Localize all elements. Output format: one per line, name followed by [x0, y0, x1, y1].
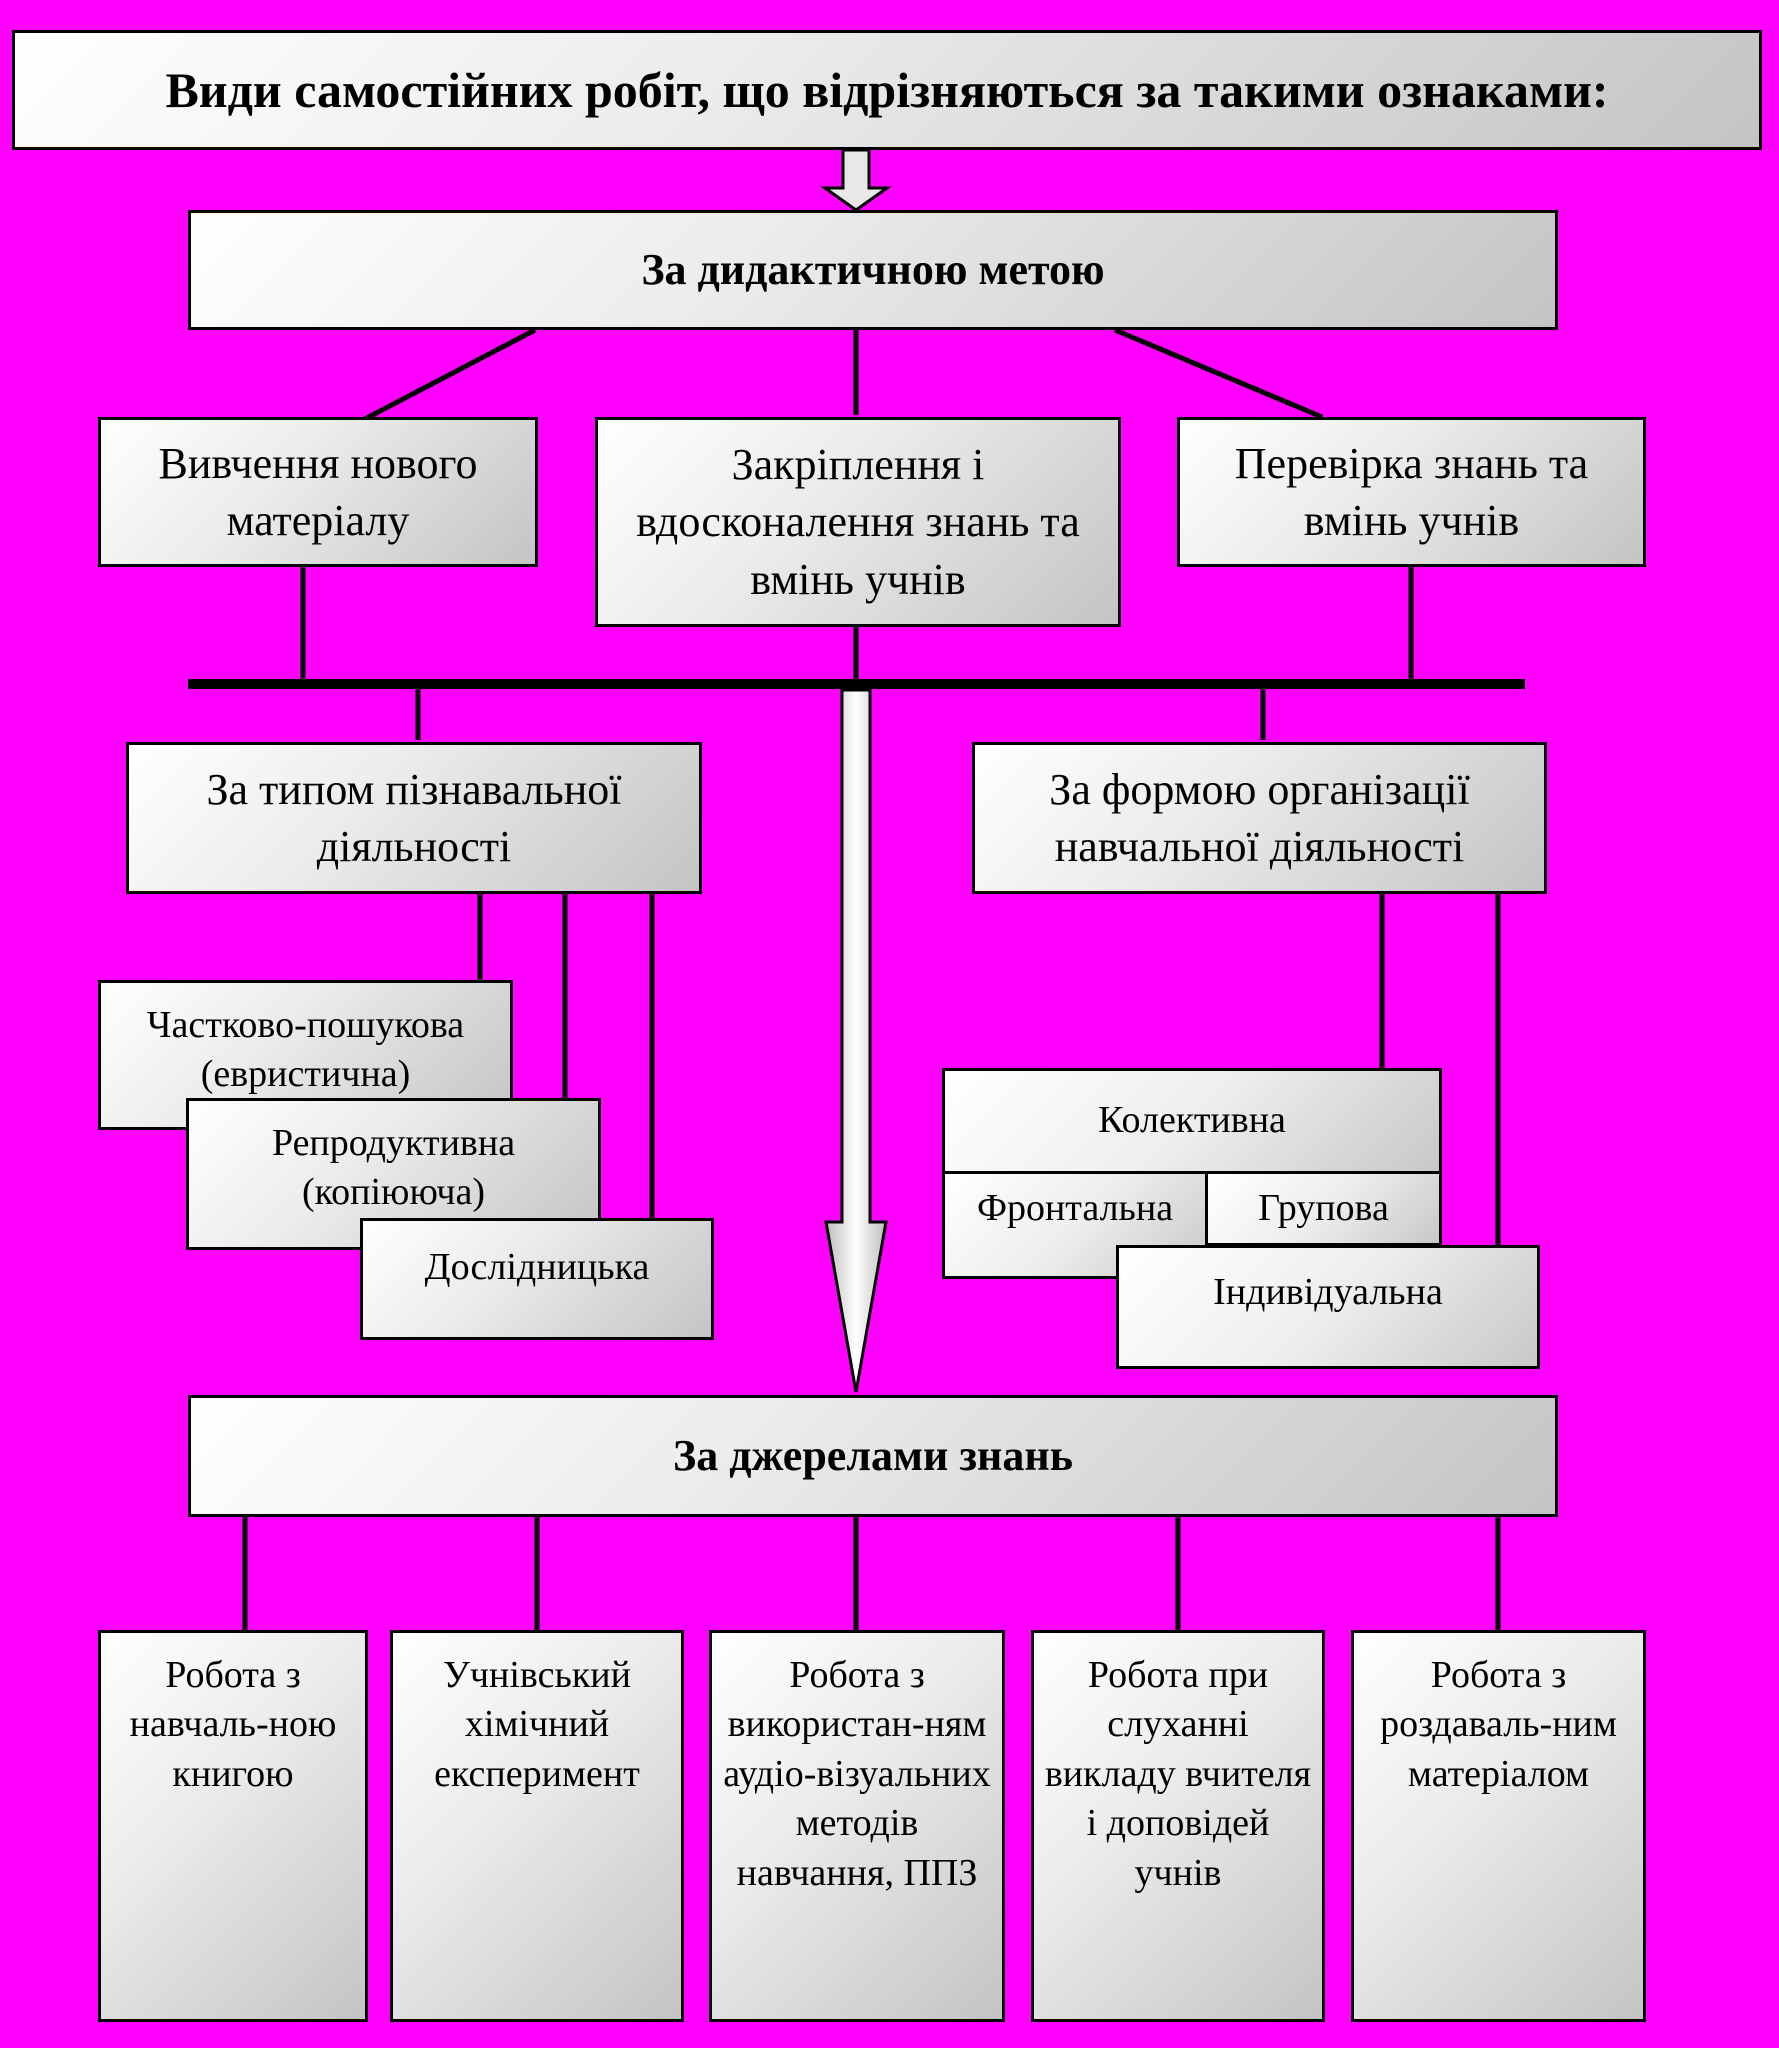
- sources-item-audiovisual: Робота з використан-ням аудіо-візуальних…: [709, 1630, 1005, 2022]
- sources-item-label: Робота при слуханні викладу вчителя і до…: [1044, 1654, 1312, 1894]
- sources-item-listening: Робота при слуханні викладу вчителя і до…: [1031, 1630, 1325, 2022]
- title-down-arrow: [820, 148, 892, 212]
- sources-item-label: Робота з навчаль-ною книгою: [129, 1654, 337, 1795]
- sources-item-textbook: Робота з навчаль-ною книгою: [98, 1630, 368, 2022]
- didactic-heading: За дидактичною метою: [641, 245, 1105, 295]
- sources-item-handouts: Робота з роздаваль-ним матеріалом: [1351, 1630, 1646, 2022]
- didactic-heading-box: За дидактичною метою: [188, 210, 1558, 330]
- connector-didactic-new: [361, 327, 537, 423]
- didactic-item-consolidation: Закріплення і вдосконалення знань та вмі…: [595, 417, 1121, 627]
- cognitive-heading: За типом пізнавальної діяльності: [206, 764, 622, 871]
- organization-heading: За формою організації навчальної діяльно…: [1049, 764, 1470, 871]
- didactic-item-check: Перевірка знань та вмінь учнів: [1177, 417, 1646, 567]
- cognitive-item-label: Частково-пошукова (евристична): [146, 1004, 465, 1096]
- didactic-item-new-material: Вивчення нового матеріалу: [98, 417, 538, 567]
- cognitive-heading-box: За типом пізнавальної діяльності: [126, 742, 702, 894]
- organization-group: Групова: [1205, 1171, 1442, 1246]
- sources-item-label: Учнівський хімічний експеримент: [434, 1654, 640, 1795]
- sources-item-experiment: Учнівський хімічний експеримент: [390, 1630, 684, 2022]
- sources-item-label: Робота з використан-ням аудіо-візуальних…: [723, 1654, 991, 1894]
- sources-item-label: Робота з роздаваль-ним матеріалом: [1380, 1654, 1617, 1795]
- didactic-item-label: Вивчення нового матеріалу: [158, 438, 478, 545]
- sources-heading: За джерелами знань: [673, 1431, 1073, 1481]
- cognitive-item-research: Дослідницька: [360, 1218, 714, 1340]
- organization-heading-box: За формою організації навчальної діяльно…: [972, 742, 1547, 894]
- didactic-item-label: Перевірка знань та вмінь учнів: [1234, 438, 1589, 545]
- title-box: Види самостійних робіт, що відрізняються…: [12, 30, 1762, 150]
- big-down-arrow: [824, 688, 888, 1393]
- organization-individual: Індивідуальна: [1116, 1245, 1540, 1369]
- organization-individual-label: Індивідуальна: [1213, 1271, 1443, 1313]
- sources-heading-box: За джерелами знань: [188, 1395, 1558, 1517]
- organization-frontal-label: Фронтальна: [976, 1187, 1174, 1229]
- organization-collective: Колективна: [942, 1068, 1442, 1174]
- didactic-item-label: Закріплення і вдосконалення знань та вмі…: [636, 440, 1080, 604]
- organization-group-label: Групова: [1258, 1186, 1389, 1229]
- cognitive-item-label: Репродуктивна (копіююча): [271, 1122, 516, 1214]
- cognitive-item-label: Дослідницька: [424, 1246, 650, 1288]
- page-title: Види самостійних робіт, що відрізняються…: [165, 61, 1609, 118]
- connector-didactic-check: [1114, 327, 1323, 420]
- organization-collective-label: Колективна: [1098, 1099, 1286, 1142]
